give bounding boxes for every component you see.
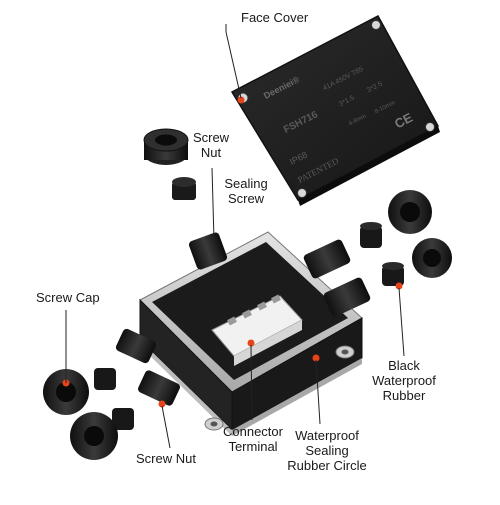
face-cover-dot xyxy=(237,96,245,104)
screw-nut-bottom-dot xyxy=(158,400,166,408)
label-waterproof-circle-line1: Waterproof xyxy=(295,428,359,443)
label-waterproof-circle-line3: Rubber Circle xyxy=(287,458,367,473)
label-waterproof-circle-line2: Sealing xyxy=(305,443,349,458)
label-screw-nut-top: Screw Nut xyxy=(188,130,234,160)
label-black-rubber-line1: Black xyxy=(388,358,420,373)
label-screw-nut-top-line2: Nut xyxy=(200,145,222,160)
box-glands-left xyxy=(115,328,180,406)
screw-nut-bottom-left xyxy=(70,412,118,460)
sealing-screw xyxy=(172,177,196,200)
screw-nut-right xyxy=(388,190,452,278)
black-rubber-left xyxy=(94,368,134,430)
face-cover xyxy=(230,14,440,206)
label-connector-line1: Connector xyxy=(223,424,283,439)
screw-nut-top xyxy=(143,128,189,165)
box-glands-right xyxy=(303,239,371,317)
waterproof-circle-dot xyxy=(312,354,320,362)
connector-terminal-dot xyxy=(247,339,255,347)
label-waterproof-sealing-rubber-circle: Waterproof Sealing Rubber Circle xyxy=(282,428,372,473)
label-black-waterproof-rubber: Black Waterproof Rubber xyxy=(364,358,444,403)
label-sealing-screw-line2: Screw xyxy=(227,191,265,206)
label-screw-nut-top-line1: Screw xyxy=(192,130,230,145)
box-gland-top xyxy=(188,232,228,270)
label-screw-nut-bottom: Screw Nut xyxy=(136,451,196,466)
label-face-cover: Face Cover xyxy=(241,10,309,25)
black-rubber-dot xyxy=(395,282,403,290)
label-connector-line2: Terminal xyxy=(228,439,278,454)
screw-cap-left xyxy=(43,369,89,415)
black-rubber-right xyxy=(360,222,404,286)
label-sealing-screw: Sealing Screw xyxy=(218,176,274,206)
label-black-rubber-line2: Waterproof xyxy=(372,373,436,388)
leader-lines xyxy=(65,24,405,449)
label-screw-cap: Screw Cap xyxy=(36,290,100,305)
label-sealing-screw-line1: Sealing xyxy=(224,176,268,191)
label-black-rubber-line3: Rubber xyxy=(382,388,426,403)
label-connector-terminal: Connector Terminal xyxy=(218,424,288,454)
